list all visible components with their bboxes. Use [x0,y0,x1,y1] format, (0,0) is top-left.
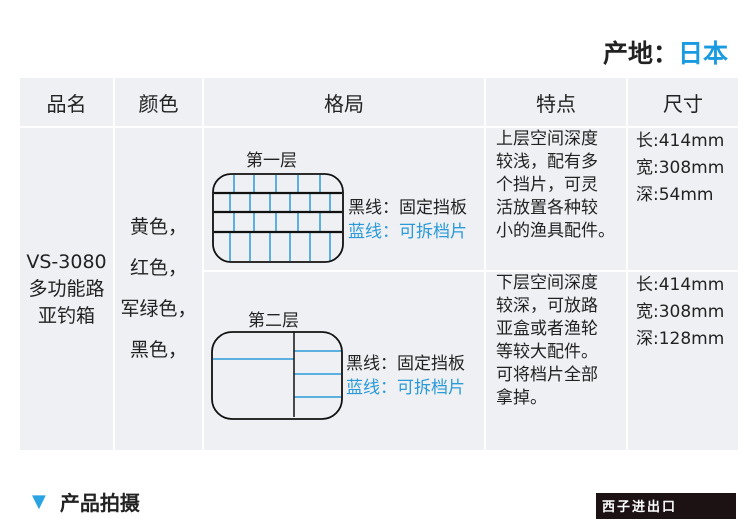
product-name: VS-3080 多功能路 亚钓箱 [20,128,113,450]
layer2-features: 下层空间深度 较深，可放路 亚盒或者渔轮 等较大配件。 可将档片全部 拿掉。 [486,272,626,450]
origin: 产地：日本 [603,34,728,70]
legend-black: 黑线：固定挡板 [346,354,465,374]
layer1-layout: 第一层 黑线：固定挡板 蓝线：可拆档片 [204,128,484,270]
feature-line: 可将档片全部 [496,365,598,385]
feature-line: 等较大配件。 [496,342,598,362]
color-item: 黄色， [129,216,187,238]
layer1-features: 上层空间深度 较浅，配有多 个挡片，可灵 活放置各种较 小的渔具配件。 [486,128,626,270]
header-features: 特点 [486,78,626,126]
section-heading: ▼ 产品拍摄 [32,487,140,516]
name-line: 多功能路 [28,277,105,300]
feature-line: 上层空间深度 [496,129,598,149]
color-item: 黑色， [129,339,187,361]
feature-line: 小的渔具配件。 [496,221,615,241]
feature-line: 下层空间深度 [496,273,598,293]
name-line: 亚钓箱 [37,304,95,327]
origin-value: 日本 [677,39,728,68]
layer2-layout: 第二层 黑线：固定挡板 蓝线：可拆档片 [204,272,484,450]
legend-blue: 蓝线：可拆档片 [348,222,467,242]
color-item: 红色， [129,257,187,279]
size-width: 宽:308mm [636,302,725,322]
size-depth: 深:128mm [636,329,725,349]
feature-line: 较浅，配有多 [496,152,598,172]
layer-title: 第二层 [248,311,299,331]
layer2-size: 长:414mm 宽:308mm 深:128mm [628,272,738,450]
legend-black: 黑线：固定挡板 [348,198,467,218]
product-colors: 黄色， 红色， 军绿色， 黑色， [115,128,202,450]
feature-line: 个挡片，可灵 [496,175,598,195]
legend: 黑线：固定挡板 蓝线：可拆档片 [348,196,467,244]
layer2-diagram [211,331,343,420]
header-size: 尺寸 [628,78,738,126]
brand-logo: 西子进出口 [596,493,736,519]
size-width: 宽:308mm [636,158,725,178]
legend-blue: 蓝线：可拆档片 [346,378,465,398]
color-item: 军绿色， [120,298,197,320]
layer-title: 第一层 [246,151,297,171]
header-layout: 格局 [204,78,484,126]
feature-line: 亚盒或者渔轮 [496,319,598,339]
logo-text: 西子进出口 [602,500,678,515]
feature-line: 较深，可放路 [496,296,598,316]
feature-line: 拿掉。 [496,388,547,408]
legend: 黑线：固定挡板 蓝线：可拆档片 [346,352,465,400]
section-title: 产品拍摄 [59,491,140,515]
header-color: 颜色 [115,78,202,126]
triangle-down-icon: ▼ [32,491,46,512]
layer1-size: 长:414mm 宽:308mm 深:54mm [628,128,738,270]
layer1-diagram [212,173,344,263]
origin-label: 产地： [602,39,678,68]
feature-line: 活放置各种较 [496,198,598,218]
size-length: 长:414mm [636,131,725,151]
size-depth: 深:54mm [636,185,714,205]
size-length: 长:414mm [636,275,725,295]
header-name: 品名 [20,78,113,126]
name-line: VS-3080 [26,250,107,273]
